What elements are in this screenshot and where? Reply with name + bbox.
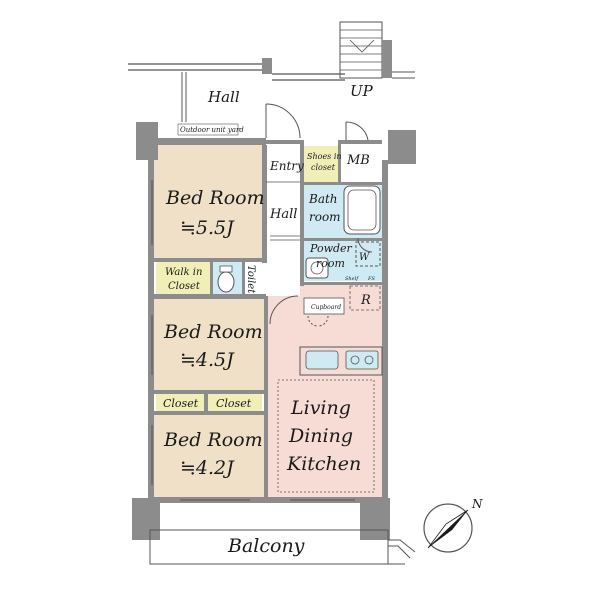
windows bbox=[151, 180, 355, 501]
common-corridor bbox=[128, 58, 345, 122]
washing-machine-space bbox=[355, 241, 381, 267]
closet-a-label: Closet bbox=[163, 397, 199, 410]
mb-label: MB bbox=[346, 153, 370, 168]
bathroom-label-1: Bath bbox=[308, 192, 338, 206]
refrigerator-label: R bbox=[360, 293, 371, 308]
staircase bbox=[339, 21, 415, 79]
bedroom-1-size: ≒5.5J bbox=[180, 217, 235, 239]
compass-icon bbox=[423, 503, 473, 553]
up-label: UP bbox=[350, 82, 374, 100]
bedroom-3-name: Bed Room bbox=[163, 429, 263, 451]
kitchen-counter bbox=[299, 346, 383, 376]
toilet-fixture bbox=[217, 265, 235, 293]
toilet-label: Toilet bbox=[245, 265, 256, 294]
bedroom-3-size: ≒4.2J bbox=[180, 457, 235, 479]
cupboard-box bbox=[303, 297, 345, 315]
bedroom-4-2j-floor bbox=[154, 414, 264, 497]
fs-label: FS bbox=[367, 276, 375, 282]
outdoor-unit-yard-label: Outdoor unit yard bbox=[180, 126, 244, 134]
washbasin bbox=[305, 257, 329, 279]
doors bbox=[265, 103, 373, 327]
walls bbox=[132, 122, 416, 540]
bedroom-2-size: ≒4.5J bbox=[180, 349, 235, 371]
walkin-closet-label-2: Closet bbox=[168, 281, 201, 292]
walkin-closet-label-1: Walk in bbox=[165, 267, 202, 278]
bathroom-label-2: room bbox=[309, 210, 341, 224]
hall-inner-label: Hall bbox=[269, 207, 297, 222]
closet-a-floor bbox=[156, 394, 204, 412]
balcony-label: Balcony bbox=[227, 535, 305, 557]
entry-steps bbox=[266, 181, 300, 241]
shoes-closet-floor bbox=[304, 146, 338, 182]
bedroom-2-name: Bed Room bbox=[163, 321, 263, 343]
balcony-area bbox=[149, 529, 416, 565]
bedroom-5-5j-floor bbox=[154, 145, 262, 259]
cupboard-label: Cupboard bbox=[311, 304, 341, 311]
closet-b-floor bbox=[208, 394, 262, 412]
hall-top-label: Hall bbox=[207, 88, 240, 106]
shoes-closet-label-2: closet bbox=[311, 163, 336, 172]
shelf-label: Shelf bbox=[345, 276, 359, 282]
closet-b-label: Closet bbox=[216, 397, 252, 410]
refrigerator-space bbox=[349, 285, 381, 311]
shoes-closet-label-1: Shoes in bbox=[307, 152, 342, 161]
walkin-closet-floor bbox=[156, 262, 210, 294]
ldk-floor bbox=[268, 285, 382, 497]
washing-machine-label: W bbox=[359, 252, 370, 263]
bathtub bbox=[343, 185, 381, 235]
powder-room-label-2: room bbox=[316, 257, 345, 270]
bedroom-4-5j-floor bbox=[154, 299, 264, 391]
bedroom-1-name: Bed Room bbox=[165, 187, 265, 209]
powder-room-label-1: Powder bbox=[309, 242, 353, 255]
dining-area-outline bbox=[277, 379, 375, 493]
entry-label: Entry bbox=[269, 159, 304, 173]
ldk-label-3: Kitchen bbox=[286, 453, 361, 475]
ldk-label-1: Living bbox=[290, 397, 351, 419]
ldk-label-2: Dining bbox=[288, 425, 353, 447]
north-label: N bbox=[471, 497, 483, 511]
